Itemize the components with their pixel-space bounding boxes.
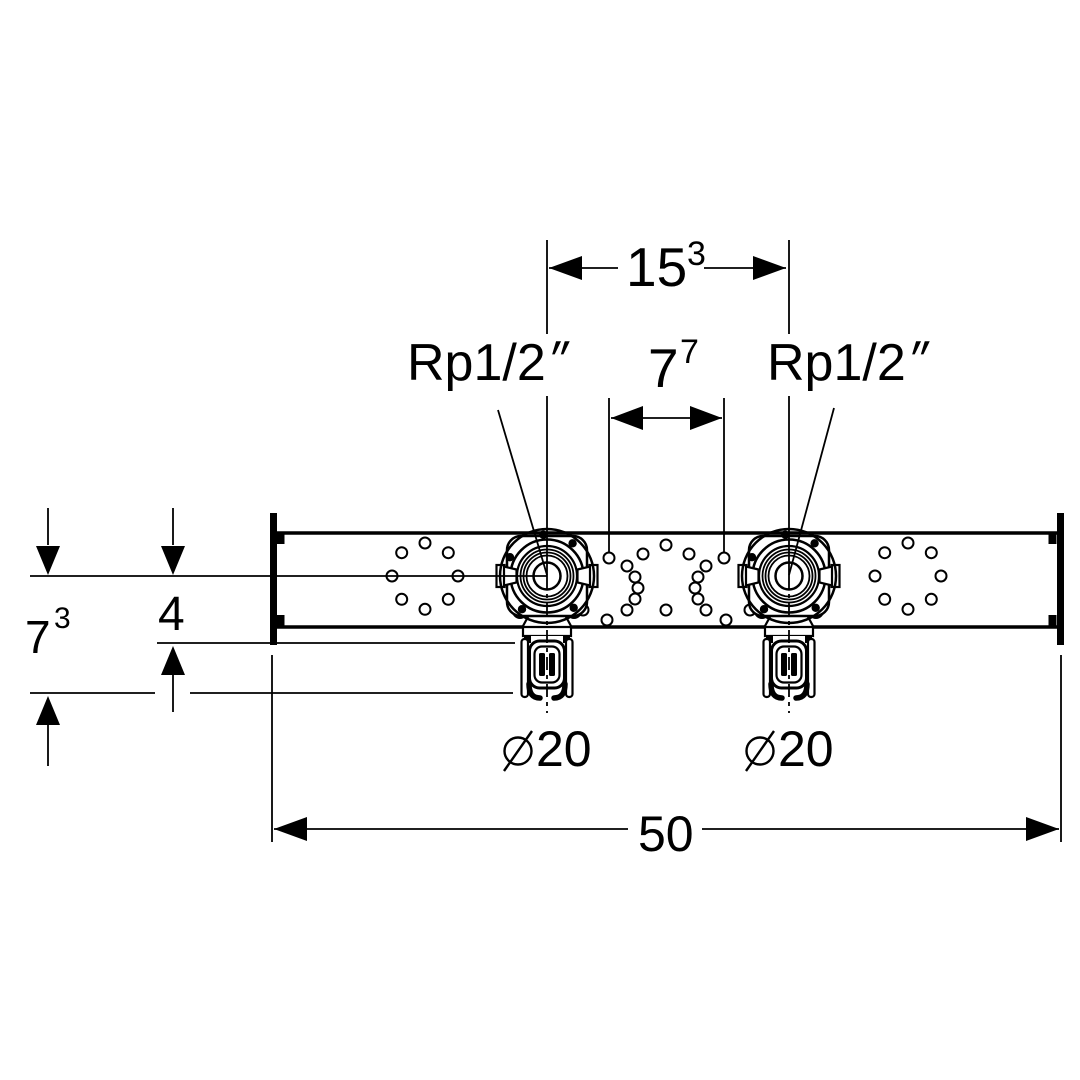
leader-left-port: [497, 409, 548, 576]
dim-50-value: 50: [638, 806, 694, 862]
labels: 15 3 7 7 Rp1/2 ″ Rp1/2 ″ 4 7 3 20 20 50: [25, 235, 936, 862]
pipe-dia-left: 20: [503, 721, 592, 777]
rail-end-bracket-right: [1057, 513, 1064, 645]
rail-hole-pattern-center: [576, 538, 757, 627]
dim-7-7-value: 7: [648, 337, 679, 399]
rail-hole-pattern-right: [868, 536, 948, 616]
mounting-rail: [270, 513, 1064, 645]
rail-end-bracket-left: [270, 513, 277, 645]
dim-15-3-sup: 3: [687, 235, 706, 273]
port-label-right: Rp1/2: [767, 334, 906, 392]
dim-7-3-value: 7: [25, 611, 51, 663]
pipe-dia-right: 20: [745, 721, 834, 777]
dim-7-3-sup: 3: [54, 602, 71, 635]
dimension-arrows: [36, 256, 1059, 841]
pipe-dia-left-value: 20: [536, 721, 592, 777]
leader-right-port: [788, 407, 835, 576]
rail-hole-pattern-left: [385, 536, 465, 616]
dim-15-3-value: 15: [626, 236, 687, 298]
dim-4-value: 4: [158, 588, 185, 641]
diameter-symbol: [503, 736, 533, 766]
diameter-symbol: [745, 736, 775, 766]
pipe-dia-right-value: 20: [778, 721, 834, 777]
dim-7-7-sup: 7: [680, 333, 699, 371]
port-label-left: Rp1/2: [407, 334, 546, 392]
